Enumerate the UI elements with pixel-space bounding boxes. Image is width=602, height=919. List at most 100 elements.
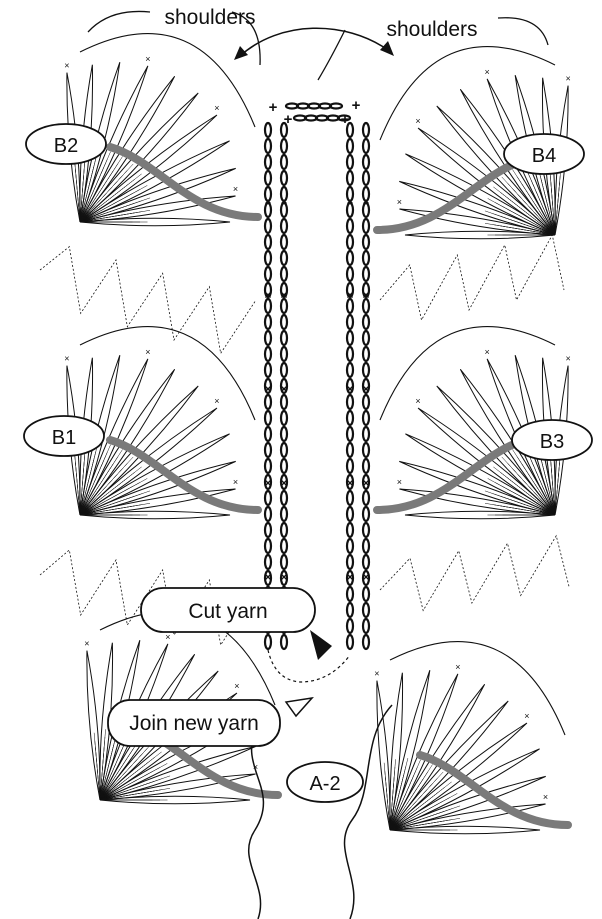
chain-stitch: [265, 395, 271, 409]
stitch-mark: ×: [84, 639, 89, 649]
sc-marker: ×: [264, 476, 271, 490]
chain-stitch: [347, 635, 353, 649]
chain-stitch: [265, 635, 271, 649]
chain-stitch: [281, 459, 287, 473]
chain-stitch: [347, 603, 353, 617]
chain-stitch: [347, 427, 353, 441]
chain-stitch: [265, 315, 271, 329]
sc-marker: ×: [346, 194, 353, 208]
stitch-mark: ×: [524, 711, 529, 721]
svg-text:B2: B2: [54, 135, 78, 157]
shell-motif: ××××: [374, 642, 568, 834]
chain-stitch: [363, 619, 369, 633]
sc-marker: ×: [280, 194, 287, 208]
chain-stitch: [347, 507, 353, 521]
chain-stitch: [347, 619, 353, 633]
chain-stitch: [281, 491, 287, 505]
sc-marker: ×: [362, 382, 369, 396]
sc-marker: ×: [264, 194, 271, 208]
chain-stitch: [363, 139, 369, 153]
slip-stitch: +: [341, 111, 350, 128]
chain-stitch: [363, 427, 369, 441]
chain-stitch: [265, 267, 271, 281]
sc-marker: ×: [280, 288, 287, 302]
stitch-mark: ×: [145, 347, 150, 357]
stitch-mark: ×: [214, 103, 219, 113]
chain-stitch: [265, 523, 271, 537]
label-b4: B4: [504, 134, 584, 174]
svg-text:B3: B3: [540, 431, 564, 453]
scallop-edge: [380, 327, 555, 420]
ray: [74, 448, 80, 515]
chain-stitch: [363, 459, 369, 473]
svg-text:Join new yarn: Join new yarn: [129, 712, 259, 735]
scallop-edge: [380, 47, 555, 140]
stitch-mark: ×: [565, 74, 570, 84]
label-b3: B3: [512, 420, 592, 460]
chain-stitch: [281, 219, 287, 233]
sc-marker: ×: [362, 288, 369, 302]
chain-stitch: [281, 155, 287, 169]
chain-stitch: [265, 459, 271, 473]
chain-stitch: [363, 331, 369, 345]
chain-stitch: [347, 555, 353, 569]
stitch-mark: ×: [233, 477, 238, 487]
chain-stitch: [265, 363, 271, 377]
chain-stitch: [265, 139, 271, 153]
chain-stitch: [265, 555, 271, 569]
chain-stitch: [363, 251, 369, 265]
chain-stitch: [265, 507, 271, 521]
chain-stitch: [363, 523, 369, 537]
join-new-yarn-callout: Join new yarn: [108, 698, 312, 746]
chain-stitch: [265, 347, 271, 361]
labels: shoulders shoulders B2 B4 B1 B3 A-2 Cut …: [24, 6, 592, 802]
stitch-mark: ×: [565, 354, 570, 364]
chain-stitch: [363, 443, 369, 457]
sc-marker: ×: [280, 382, 287, 396]
sc-marker: ×: [264, 570, 271, 584]
chain-stitch: [363, 235, 369, 249]
chain-stitch: [363, 411, 369, 425]
chain-stitch: [265, 539, 271, 553]
slip-stitch: +: [352, 97, 361, 114]
chain-stitch: [281, 555, 287, 569]
chain-stitch: [347, 235, 353, 249]
sc-marker: ×: [264, 288, 271, 302]
dotted-connector: [380, 536, 569, 611]
stitch-mark: ×: [484, 67, 489, 77]
svg-text:B4: B4: [532, 145, 556, 167]
chain-stitch: [347, 139, 353, 153]
label-b2: B2: [26, 124, 106, 164]
chain-stitch: [347, 411, 353, 425]
sc-marker: ×: [264, 382, 271, 396]
slip-stitch: +: [269, 99, 278, 116]
ray: [555, 168, 561, 235]
chain-stitch: [265, 251, 271, 265]
sc-marker: ×: [362, 476, 369, 490]
chain-stitch: [265, 427, 271, 441]
stitch-mark: ×: [374, 669, 379, 679]
cut-yarn-pointer: [310, 630, 332, 660]
chain-stitch: [363, 395, 369, 409]
stitch-mark: ×: [165, 632, 170, 642]
chain-stitch: [281, 235, 287, 249]
arrow-head-right: [380, 41, 394, 56]
chain-stitch: [363, 491, 369, 505]
shoulders-left-label: shoulders: [164, 6, 255, 29]
svg-text:B1: B1: [52, 427, 76, 449]
sc-marker: ×: [280, 476, 287, 490]
chain-stitch: [281, 315, 287, 329]
chain-stitch: [281, 411, 287, 425]
chain-stitch: [363, 587, 369, 601]
sc-marker: ×: [280, 570, 287, 584]
chain-stitch: [281, 139, 287, 153]
sc-marker: ×: [362, 570, 369, 584]
chain-stitch: [265, 411, 271, 425]
chain-stitch: [363, 123, 369, 137]
chain-stitch: [265, 331, 271, 345]
stitch-mark: ×: [455, 662, 460, 672]
chain-stitch: [347, 459, 353, 473]
shoulders-right-label: shoulders: [386, 18, 477, 41]
chain-stitch: [347, 491, 353, 505]
